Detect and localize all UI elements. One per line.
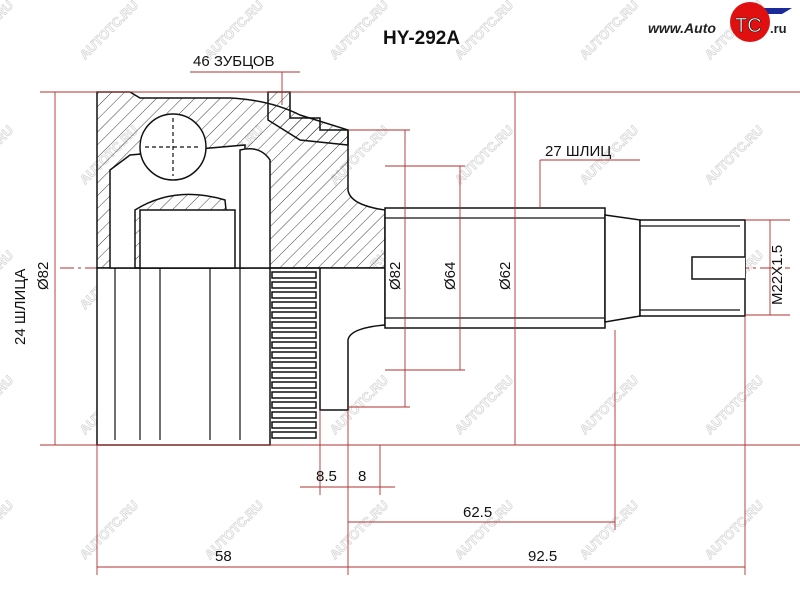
abs-tooth: [271, 331, 317, 339]
housing-lower: [96, 267, 271, 446]
label-58: 58: [215, 548, 232, 565]
abs-tooth: [271, 361, 317, 369]
label-8: 8: [358, 468, 366, 485]
end-slot: [691, 256, 745, 280]
abs-tooth: [271, 281, 317, 289]
svg-text:TC: TC: [735, 15, 762, 37]
abs-tooth: [271, 431, 317, 439]
watermark: AUTOTC.RU: [0, 373, 16, 438]
abs-tooth: [271, 381, 317, 389]
abs-tooth: [271, 401, 317, 409]
watermark: AUTOTC.RU: [577, 373, 642, 438]
watermark: AUTOTC.RU: [452, 123, 517, 188]
abs-tooth: [271, 341, 317, 349]
abs-tooth: [271, 291, 317, 299]
label-dia-64: Ø64: [442, 262, 459, 290]
watermark: AUTOTC.RU: [0, 0, 16, 62]
part-number: HY-292A: [383, 28, 460, 49]
outer-race: [239, 148, 271, 269]
svg-text:www.Auto: www.Auto: [648, 20, 716, 36]
label-outer-splines: 27 ШЛИЦ: [545, 143, 611, 160]
flange-upper: [267, 91, 349, 146]
abs-tooth: [271, 321, 317, 329]
abs-tooth: [271, 391, 317, 399]
svg-text:.ru: .ru: [770, 21, 787, 36]
abs-tooth: [271, 311, 317, 319]
shaft-step: [604, 214, 641, 323]
watermark: AUTOTC.RU: [327, 0, 392, 62]
label-thread: M22X1.5: [769, 245, 786, 305]
watermark: AUTOTC.RU: [702, 373, 767, 438]
watermark: AUTOTC.RU: [202, 498, 267, 563]
abs-tooth: [271, 411, 317, 419]
watermark: AUTOTC.RU: [702, 123, 767, 188]
watermark: AUTOTC.RU: [452, 0, 517, 62]
label-8-5: 8.5: [316, 468, 337, 485]
watermark: AUTOTC.RU: [327, 498, 392, 563]
watermark: AUTOTC.RU: [0, 498, 16, 563]
watermark: AUTOTC.RU: [0, 123, 16, 188]
autotc-logo: www.Auto TC .ru: [648, 2, 792, 42]
label-dia-82: Ø82: [387, 262, 404, 290]
label-inner-splines: 24 ШЛИЦА: [12, 269, 29, 345]
watermark: AUTOTC.RU: [77, 498, 142, 563]
abs-tooth: [271, 371, 317, 379]
watermark: AUTOTC.RU: [77, 0, 142, 62]
label-62-5: 62.5: [463, 504, 492, 521]
label-92-5: 92.5: [528, 548, 557, 565]
watermark: AUTOTC.RU: [702, 498, 767, 563]
watermark: AUTOTC.RU: [577, 0, 642, 62]
abs-tooth: [271, 271, 317, 279]
dimension-lines: [54, 92, 771, 568]
abs-tooth: [271, 421, 317, 429]
abs-tooth: [271, 301, 317, 309]
inner-splined-bore: [139, 209, 236, 269]
label-dia-62: Ø62: [497, 262, 514, 290]
abs-ring: [271, 271, 317, 439]
watermark: AUTOTC.RU: [577, 498, 642, 563]
watermark: AUTOTC.RU: [452, 373, 517, 438]
abs-tooth: [271, 351, 317, 359]
extension-lines: [40, 71, 800, 575]
shaft: [384, 207, 606, 329]
label-teeth: 46 ЗУБЦОВ: [193, 53, 275, 70]
label-left-diameter: Ø82: [35, 262, 52, 290]
